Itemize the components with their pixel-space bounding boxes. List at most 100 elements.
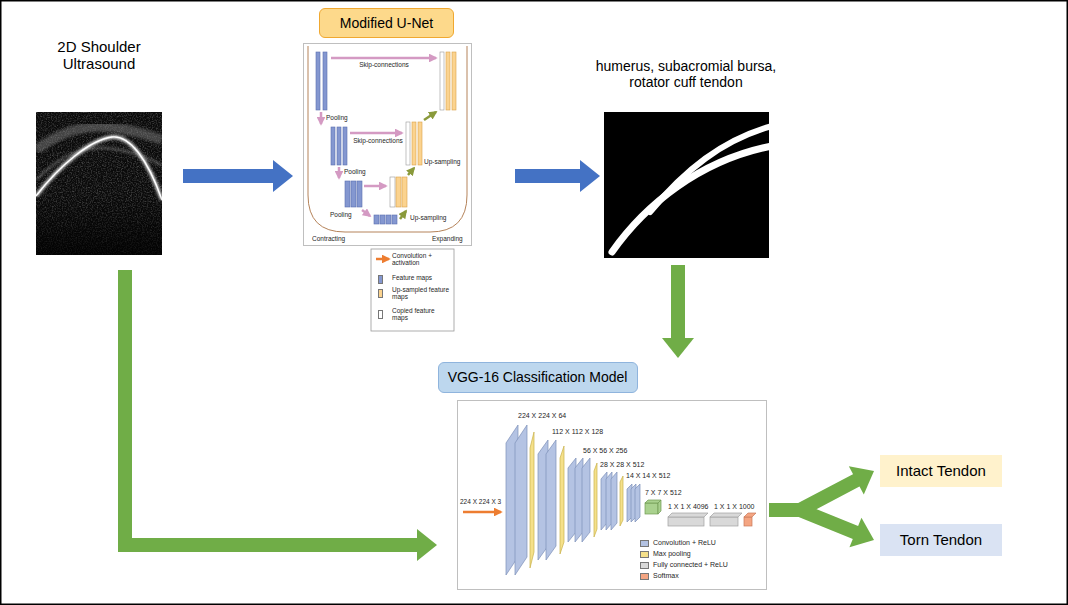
image-heading: humerus, subacromial bursa, rotator cuff… <box>593 58 779 90</box>
feature-map <box>374 215 379 224</box>
figure-label: Up-sampling <box>424 158 461 165</box>
flow-arrow <box>125 270 437 561</box>
fully-connected-layer <box>710 513 742 517</box>
legend-text: Fully connected + ReLU <box>653 561 753 569</box>
legend-text: Convolution + ReLU <box>653 539 753 547</box>
copied-feature-map <box>406 122 410 165</box>
feature-map <box>323 52 327 110</box>
unet-legend-box <box>371 249 454 331</box>
feature-map <box>343 127 347 165</box>
feature-map <box>316 52 320 110</box>
upsampling-arrow <box>408 168 414 175</box>
arrow-shaft <box>125 270 419 545</box>
feature-map <box>392 215 397 224</box>
model-title-box: Modified U-Net <box>319 8 454 38</box>
feature-map <box>357 181 362 207</box>
conv-layer <box>546 440 556 560</box>
box-label: Intact Tendon <box>896 462 986 479</box>
flow-arrow <box>515 160 600 192</box>
legend-text: Max pooling <box>653 550 753 558</box>
legend-arrow-sample <box>376 258 389 261</box>
flow-arrow <box>769 510 874 547</box>
arrow-shaft <box>515 169 582 183</box>
pooling-layer <box>594 463 597 537</box>
figure-label: 112 X 112 X 128 <box>552 428 603 436</box>
upsampled-feature-map <box>418 122 422 165</box>
legend-text: Softmax <box>653 572 753 580</box>
box-label: Torn Tendon <box>900 531 982 548</box>
arrow-head <box>662 338 694 358</box>
softmax-layer <box>744 517 752 526</box>
segmentation-mask <box>604 112 769 258</box>
figure-label: Skip-connections <box>354 61 414 68</box>
fully-connected-layer <box>668 513 742 526</box>
unet-figure: Skip-connectionsPoolingSkip-connectionsP… <box>303 43 472 246</box>
pooling-arrow <box>321 112 370 216</box>
figure-label: 1 X 1 X 1000 <box>714 503 754 511</box>
conv-layer <box>506 425 640 575</box>
figure-label: Contracting <box>312 235 345 242</box>
pooling-layer <box>530 432 534 568</box>
feature-map <box>386 215 391 224</box>
image-node: 2D Shoulder Ultrasound <box>36 38 162 255</box>
skip-arrow <box>350 132 402 135</box>
legend-swatch <box>640 573 649 580</box>
figure-label: Skip-connections <box>348 137 408 144</box>
figure-label: 14 X 14 X 512 <box>626 472 670 480</box>
arrow-head <box>273 160 293 192</box>
input-arrow <box>463 511 501 514</box>
arrow-head <box>417 529 437 561</box>
ultrasound-image <box>36 112 162 255</box>
figure-label: 1 X 1 X 4096 <box>668 503 708 511</box>
pooling-arrow <box>338 167 341 178</box>
unet-legend-box <box>371 249 454 331</box>
segmentation-mask <box>612 146 769 252</box>
legend-swatch <box>640 551 649 558</box>
figure-label: Pooling <box>326 114 348 121</box>
figure-label: 28 X 28 X 512 <box>600 461 644 469</box>
figure-label: 224 X 224 X 3 <box>460 498 501 505</box>
skip-arrow <box>364 185 386 188</box>
u-curve <box>308 46 467 232</box>
mask-node: humerus, subacromial bursa, rotator cuff… <box>593 58 779 258</box>
softmax-layer <box>744 513 756 526</box>
upsampled-feature-map <box>396 52 456 207</box>
feature-map <box>351 181 356 207</box>
copied-feature-map <box>440 52 444 110</box>
figure-label: Pooling <box>330 211 352 218</box>
legend-swatch <box>378 275 383 284</box>
legend-text: Copied feature maps <box>392 307 450 322</box>
ultrasound-image <box>36 112 162 255</box>
fully-connected-layer <box>668 517 704 526</box>
upsampling-arrow <box>424 112 436 120</box>
pooled-block <box>658 500 661 514</box>
arrow-head <box>849 518 874 548</box>
ultrasound-image <box>36 137 162 200</box>
flow-arrow <box>183 160 293 192</box>
upsampled-feature-map <box>452 52 456 110</box>
skip-arrow <box>331 57 436 60</box>
pooling-layer <box>560 446 564 554</box>
upsampling-arrow <box>400 112 436 219</box>
feature-map <box>331 127 335 165</box>
conv-layer <box>611 472 617 530</box>
figure-label: 56 X 56 X 256 <box>583 447 627 455</box>
pooled-block <box>645 503 658 514</box>
feature-map <box>345 181 350 207</box>
legend-swatch <box>640 562 649 569</box>
figure-label: 7 X 7 X 512 <box>645 489 682 497</box>
pooling-arrow <box>320 112 323 124</box>
class-label-box: Intact Tendon <box>880 455 1002 487</box>
class-label-box: Torn Tendon <box>880 524 1002 556</box>
copied-feature-map <box>390 52 444 207</box>
figure-label: Pooling <box>344 168 366 175</box>
skip-arrow <box>331 58 436 186</box>
unet-illustration <box>308 46 467 232</box>
fully-connected-layer <box>668 513 708 517</box>
figure-label: Up-sampling <box>410 214 447 221</box>
conv-layer <box>635 484 640 522</box>
legend-text: Convolution + activation <box>392 252 450 267</box>
